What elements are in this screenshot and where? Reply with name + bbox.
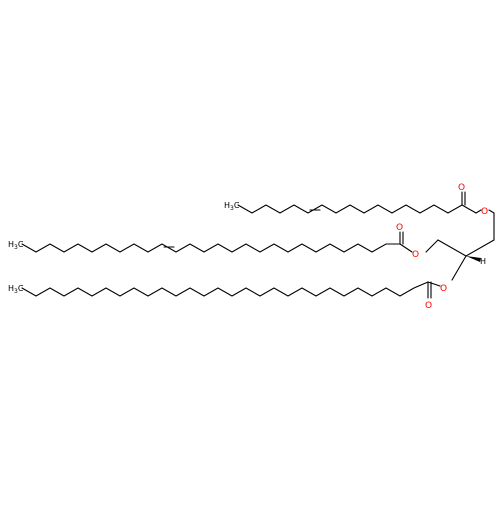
chain-3-backbone <box>21 281 429 297</box>
chain-3-methyl-label: H3C <box>8 284 24 295</box>
chain-1-methyl-label: H3C <box>224 201 240 212</box>
glycerol-c3-o-bond <box>425 239 439 253</box>
chain-1-ester-bond-2 <box>488 209 495 214</box>
chain-1 <box>237 191 495 214</box>
stereo-hydrogen: H <box>480 257 486 266</box>
glycerol-c1-c2-bond <box>465 239 495 257</box>
methyl-h: H <box>224 201 230 210</box>
chain-2-backbone <box>21 243 401 253</box>
glycerol-c2-o-bond <box>451 255 467 281</box>
glycerol-backbone <box>425 212 495 281</box>
atom-label-layer: O O H3C O O H3C H O O H3C <box>8 183 488 311</box>
stereo-wedge-bond <box>466 256 481 262</box>
methyl-c: C <box>18 240 24 249</box>
chain-3-ester-bond <box>427 281 441 287</box>
chain-1-backbone <box>237 204 477 214</box>
chain-1-ester-bond <box>475 209 482 214</box>
bond-layer <box>21 191 495 299</box>
chain-1-ester-oxygen: O <box>481 207 488 217</box>
chain-3-ester-oxygen: O <box>440 284 447 294</box>
chain-2-ester-oxygen: O <box>412 250 419 260</box>
methyl-sub: 3 <box>14 288 18 295</box>
methyl-sub: 3 <box>14 244 18 251</box>
chain-2 <box>21 231 413 253</box>
chain-3-carbonyl-oxygen: O <box>425 301 432 311</box>
chain-2-ester-bond <box>399 243 413 253</box>
methyl-c: C <box>234 201 240 210</box>
methyl-h: H <box>8 240 14 249</box>
glycerol-c2-c3-bond <box>437 239 467 257</box>
chain-2-methyl-label: H3C <box>8 240 24 251</box>
methyl-sub: 3 <box>230 205 234 212</box>
chain-3 <box>21 281 441 299</box>
chain-2-carbonyl-oxygen: O <box>396 223 403 233</box>
methyl-h: H <box>8 284 14 293</box>
chain-1-carbonyl-oxygen: O <box>458 183 465 193</box>
methyl-c: C <box>18 284 24 293</box>
